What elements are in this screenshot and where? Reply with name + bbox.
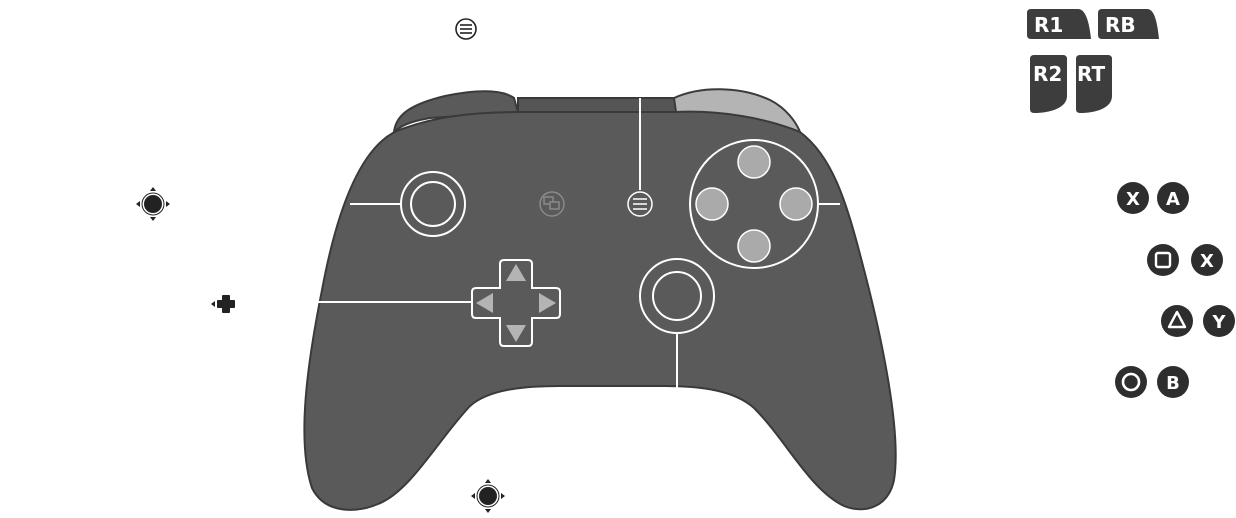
cross-letter: X [1126, 189, 1140, 210]
dpad-icon [211, 295, 235, 313]
rb-label: RB [1105, 13, 1136, 37]
left-thumbstick[interactable] [400, 171, 466, 237]
dpad-up-arrow[interactable] [506, 264, 526, 281]
square-icon [1147, 244, 1179, 276]
dpad-right-arrow[interactable] [539, 293, 556, 313]
right-thumbstick[interactable] [639, 258, 715, 334]
right-bumper-badges: R1 RB [1027, 9, 1159, 39]
face-button-legend: X A X Y B [1115, 182, 1235, 398]
dpad[interactable] [471, 259, 561, 347]
legend-row-triangle-y: Y [1161, 305, 1235, 337]
cross-icon [1117, 182, 1149, 214]
r1-label: R1 [1034, 13, 1063, 37]
xbox-x-badge [1191, 244, 1223, 276]
rb-badge: RB [1098, 9, 1159, 39]
legend-row-circle-b: B [1115, 366, 1189, 398]
face-button-right[interactable] [779, 187, 813, 221]
r2-badge: R2 [1030, 55, 1067, 113]
face-buttons [689, 139, 819, 269]
circle-icon [1115, 366, 1147, 398]
face-button-bottom[interactable] [737, 229, 771, 263]
face-button-left[interactable] [695, 187, 729, 221]
right-stick-move-icon [471, 479, 505, 513]
rt-badge: RT [1076, 55, 1112, 113]
menu-button[interactable] [627, 191, 653, 217]
legend-row-cross-a: X A [1117, 182, 1189, 214]
top-edge [517, 97, 677, 113]
face-button-top[interactable] [737, 145, 771, 179]
gamepad-controller [303, 88, 897, 511]
right-trigger-badges: R2 RT [1030, 55, 1112, 113]
dpad-left-arrow[interactable] [476, 293, 493, 313]
r1-badge: R1 [1027, 9, 1091, 39]
rt-label: RT [1077, 62, 1106, 86]
callout-lines [318, 98, 840, 392]
menu-icon [455, 18, 477, 40]
xbox-x-label: X [1200, 251, 1214, 272]
r2-label: R2 [1033, 62, 1062, 86]
triangle-icon [1161, 305, 1193, 337]
left-bumper[interactable] [392, 90, 520, 135]
xbox-y-label: Y [1211, 312, 1226, 333]
left-stick-move-icon [136, 187, 170, 221]
xbox-b-label: B [1166, 373, 1180, 394]
legend-row-square-x: X [1147, 244, 1223, 276]
xbox-b-badge [1157, 366, 1189, 398]
dpad-down-arrow[interactable] [506, 325, 526, 342]
xbox-y-badge [1203, 305, 1235, 337]
xbox-a-label: A [1166, 189, 1180, 210]
view-icon[interactable] [539, 191, 565, 217]
xbox-a-badge [1157, 182, 1189, 214]
